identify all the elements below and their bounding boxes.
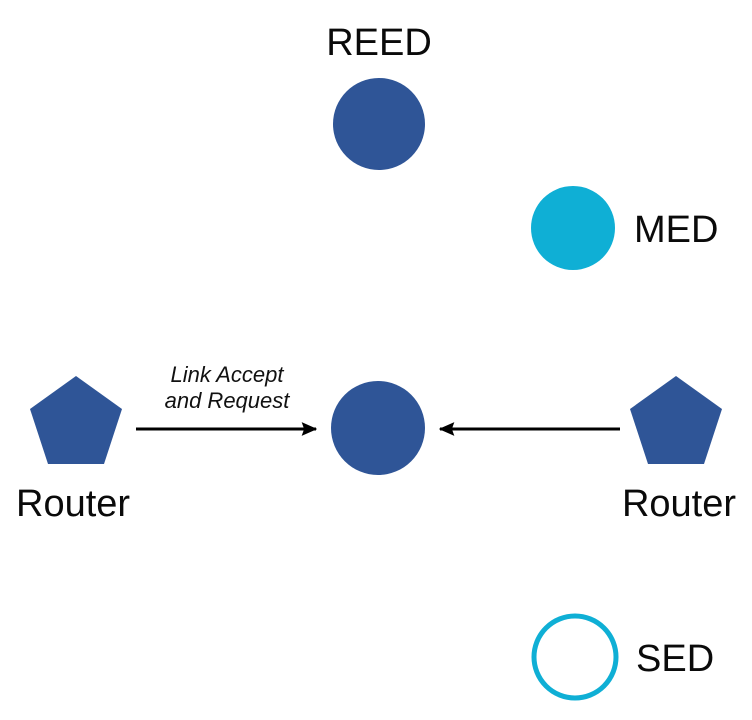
node-router-right[interactable]: Router bbox=[622, 376, 736, 525]
leader-circle-icon[interactable] bbox=[331, 381, 425, 475]
node-leader-center[interactable] bbox=[331, 381, 425, 475]
edge-label-line2: and Request bbox=[165, 388, 291, 413]
sed-label: SED bbox=[636, 638, 714, 680]
node-med[interactable]: MED bbox=[531, 186, 718, 270]
router-left-label: Router bbox=[16, 483, 130, 525]
node-reed[interactable]: REED bbox=[326, 22, 432, 170]
edge-link-accept-and-request: Link Accept and Request bbox=[136, 362, 318, 436]
node-sed[interactable]: SED bbox=[531, 613, 714, 701]
router-left-pentagon-icon[interactable] bbox=[30, 376, 122, 464]
router-right-label: Router bbox=[622, 483, 736, 525]
med-label: MED bbox=[634, 209, 718, 251]
router-right-pentagon-icon[interactable] bbox=[630, 376, 722, 464]
node-router-left[interactable]: Router bbox=[16, 376, 130, 525]
edge-label-line1: Link Accept bbox=[171, 362, 285, 387]
reed-circle-icon[interactable] bbox=[333, 78, 425, 170]
reed-label: REED bbox=[326, 22, 432, 64]
sed-circle-outline-icon[interactable] bbox=[531, 613, 619, 701]
med-circle-icon[interactable] bbox=[531, 186, 615, 270]
